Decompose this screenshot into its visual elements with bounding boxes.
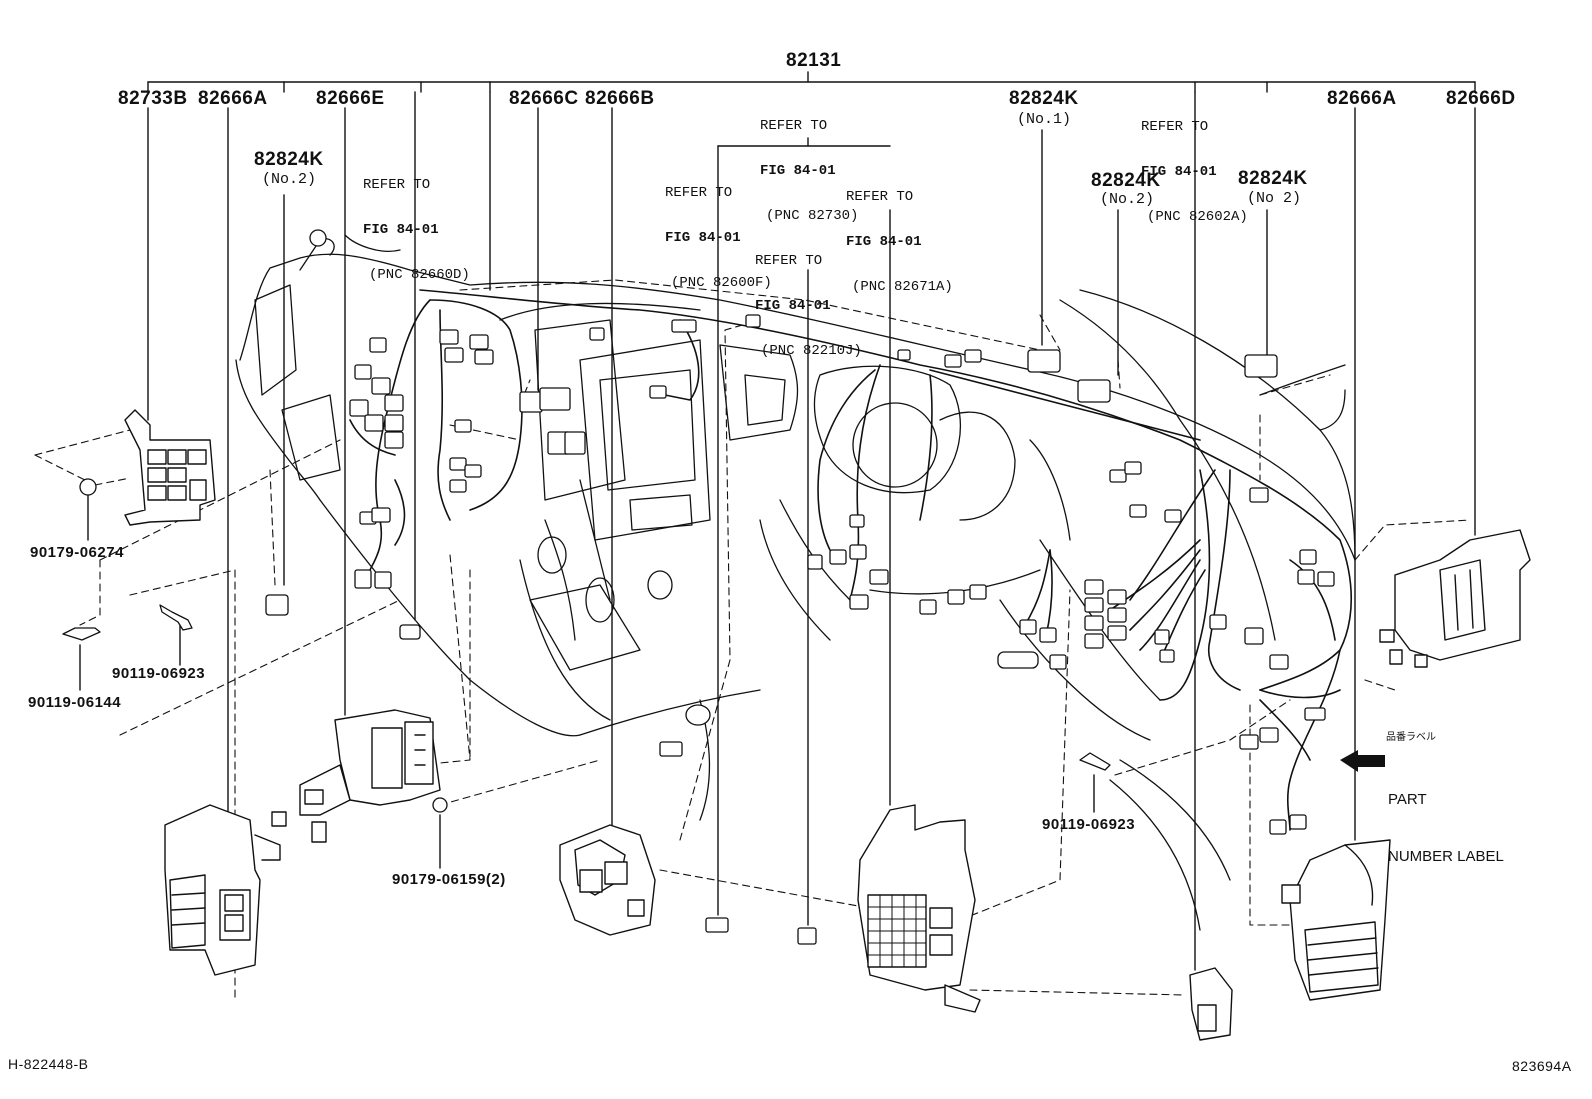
part-number-82824k-right: 82824K (1238, 168, 1308, 189)
reference-line-3: (PNC 82600F) (671, 275, 772, 291)
reference-line-2: FIG 84-01 (363, 222, 439, 238)
sublabel-no1: (No.1) (1017, 111, 1072, 128)
part-number-label-line-1: PART (1388, 791, 1427, 808)
bolt-part-number-06144: 90119-06144 (28, 694, 122, 711)
reference-note-82602a: REFER TO FIG 84-01 (PNC 82602A) (1141, 90, 1248, 240)
part-number-82666c: 82666C (509, 88, 579, 109)
bolt-part-number-06923-right: 90119-06923 (1042, 816, 1136, 833)
part-number-82824k-no1: 82824K (1009, 88, 1079, 109)
junction-block-82666a-left (164, 804, 281, 976)
junction-block-82666e (271, 709, 441, 843)
reference-note-82210j: REFER TO FIG 84-01 (PNC 82210J) (755, 224, 862, 374)
bolt-part-number-06159: 90179-06159(2) (392, 871, 506, 888)
connector-block-82602a (1189, 967, 1233, 1041)
part-number-label-note: PART NUMBER LABEL (1388, 752, 1504, 885)
reference-note-82600f: REFER TO FIG 84-01 (PNC 82600F) (665, 156, 772, 306)
reference-note-82671a: REFER TO FIG 84-01 (PNC 82671A) (846, 160, 953, 310)
reference-line-1: REFER TO (755, 253, 823, 269)
part-number-82733b: 82733B (118, 88, 188, 109)
reference-line-3: (PNC 82660D) (369, 267, 470, 283)
part-number-label-arrow (1340, 750, 1385, 772)
connectors (265, 229, 1335, 945)
part-number-82666a-left: 82666A (198, 88, 268, 109)
reference-line-2: FIG 84-01 (665, 230, 741, 246)
reference-line-2: FIG 84-01 (1141, 164, 1217, 180)
reference-line-2: FIG 84-01 (760, 163, 836, 179)
reference-line-2: FIG 84-01 (755, 298, 831, 314)
illustration-code-right: 823694A (1512, 1058, 1572, 1074)
part-number-82666e: 82666E (316, 88, 385, 109)
part-leader-lines (79, 71, 1476, 971)
reference-line-2: FIG 84-01 (846, 234, 922, 250)
reference-line-3: (PNC 82671A) (852, 279, 953, 295)
sublabel-no2-mid: (No.2) (1100, 191, 1155, 208)
reference-line-3: (PNC 82730) (766, 208, 859, 224)
reference-note-82730: REFER TO FIG 84-01 (PNC 82730) (760, 89, 858, 239)
junction-block-82666b (559, 824, 656, 936)
reference-line-3: (PNC 82602A) (1147, 209, 1248, 225)
fuse-block (857, 804, 981, 1013)
bolt-part-number-06923-left: 90119-06923 (112, 665, 206, 682)
part-number-label-line-2: NUMBER LABEL (1388, 848, 1504, 865)
part-number-82824k-mid: 82824K (1091, 170, 1161, 191)
junction-block-82666d (1379, 529, 1531, 668)
reference-line-1: REFER TO (1141, 119, 1209, 135)
reference-line-1: REFER TO (846, 189, 914, 205)
dashboard-outline (235, 234, 1356, 931)
wire-harness (349, 289, 1352, 831)
reference-line-1: REFER TO (363, 177, 431, 193)
bolt-part-number-06274: 90179-06274 (30, 544, 124, 561)
dashed-guides (34, 279, 1471, 1001)
part-number-82824k-left: 82824K (254, 149, 324, 170)
sublabel-no2-left: (No.2) (262, 171, 317, 188)
part-number-82131: 82131 (786, 50, 842, 71)
illustration-code-left: H-822448-B (8, 1056, 89, 1072)
part-number-label-japanese: 品番ラベル (1386, 732, 1436, 743)
relay-block-82733b (124, 409, 216, 526)
sublabel-no2-right: (No 2) (1247, 190, 1302, 207)
fasteners (62, 478, 1111, 813)
reference-line-3: (PNC 82210J) (761, 343, 862, 359)
reference-line-1: REFER TO (665, 185, 733, 201)
reference-line-1: REFER TO (760, 118, 828, 134)
junction-block-82666a-right (1281, 839, 1391, 1001)
part-number-82666d: 82666D (1446, 88, 1516, 109)
part-number-82666b: 82666B (585, 88, 655, 109)
part-number-82666a-right: 82666A (1327, 88, 1397, 109)
reference-note-82660d: REFER TO FIG 84-01 (PNC 82660D) (363, 148, 470, 298)
